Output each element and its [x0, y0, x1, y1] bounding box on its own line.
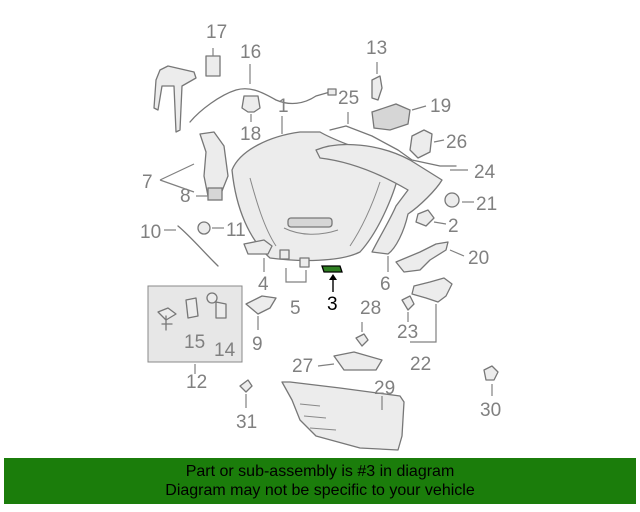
callout-5: 5 — [290, 298, 301, 319]
part-31-push-clip — [239, 379, 253, 408]
callout-17: 17 — [206, 22, 227, 43]
callout-13: 13 — [366, 38, 387, 59]
callout-24: 24 — [474, 162, 496, 183]
part-6-weatherstrip — [315, 143, 443, 272]
callout-25: 25 — [338, 88, 359, 109]
part-3-emblem-highlighted — [321, 265, 343, 292]
part-7-latch — [159, 131, 229, 201]
callout-23: 23 — [397, 322, 418, 343]
callout-4: 4 — [258, 274, 269, 295]
callout-2: 2 — [448, 216, 459, 237]
callout-28: 28 — [360, 298, 381, 319]
banner-line-2: Diagram may not be specific to your vehi… — [165, 482, 475, 499]
callout-22: 22 — [410, 354, 431, 375]
callout-6: 6 — [380, 274, 391, 295]
part-29-trunk-liner — [281, 381, 405, 451]
callout-27: 27 — [292, 356, 313, 377]
info-banner: Part or sub-assembly is #3 in diagram Di… — [4, 458, 636, 504]
callout-1: 1 — [278, 96, 289, 117]
callout-10: 10 — [140, 222, 161, 243]
callout-3: 3 — [327, 294, 338, 315]
part-10-rod — [164, 225, 219, 267]
part-20-trim — [395, 241, 465, 273]
part-11-grommet — [197, 221, 224, 235]
parts-diagram: 17 16 13 1 25 19 18 26 24 7 8 21 2 10 11… — [140, 22, 501, 451]
part-12-kit-box — [147, 285, 243, 374]
callout-16: 16 — [240, 42, 261, 63]
part-30-screw — [483, 365, 499, 396]
callout-12: 12 — [186, 372, 207, 393]
callout-14: 14 — [214, 340, 236, 361]
callout-31: 31 — [236, 412, 257, 433]
callout-11: 11 — [226, 220, 246, 241]
part-21-grommet — [444, 192, 474, 208]
part-5-clips — [279, 249, 310, 283]
callout-26: 26 — [446, 132, 467, 153]
part-16-release-cable — [189, 64, 337, 123]
part-17-bracket — [205, 48, 221, 77]
part-9-cap — [245, 295, 277, 330]
part-13-actuator-link — [371, 62, 383, 101]
callout-7: 7 — [142, 172, 153, 193]
part-27-tray — [317, 351, 383, 371]
part-19-lock-actuator — [371, 103, 427, 131]
part-18-clip — [241, 95, 261, 122]
callout-29: 29 — [374, 378, 395, 399]
callout-19: 19 — [430, 96, 451, 117]
callout-9: 9 — [252, 334, 263, 355]
part-23-clip — [401, 295, 415, 322]
part-26-cover — [409, 129, 445, 159]
callout-30: 30 — [480, 400, 501, 421]
callout-15: 15 — [184, 332, 205, 353]
banner-line-1: Part or sub-assembly is #3 in diagram — [185, 463, 455, 480]
torsion-hinge-part — [153, 65, 197, 133]
part-25-lock-rod — [329, 112, 457, 167]
part-28-clip — [355, 322, 369, 347]
callout-8: 8 — [180, 186, 191, 207]
part-2-bumper — [415, 209, 447, 227]
part-4-handle — [243, 239, 273, 272]
part-22-trim — [410, 277, 453, 343]
callout-20: 20 — [468, 248, 489, 269]
callout-21: 21 — [476, 194, 497, 215]
callout-18: 18 — [240, 124, 261, 145]
